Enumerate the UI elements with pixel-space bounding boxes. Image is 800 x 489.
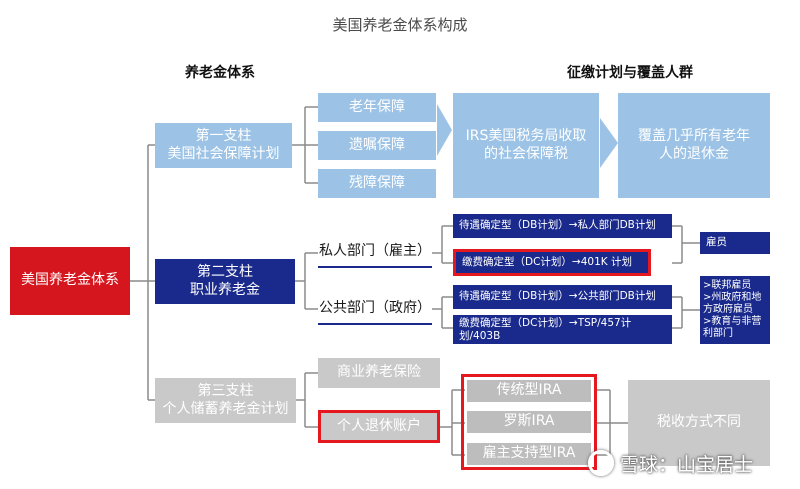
pillar2-title: 第二支柱 — [197, 264, 253, 280]
pillar1-subtitle: 美国社会保障计划 — [167, 145, 280, 162]
pillar3-personal-savings: 第三支柱 个人储蓄养老金计划 — [155, 378, 296, 423]
public-coverage-education-nonprofit: >教育与非营利部门 — [703, 316, 762, 339]
public-plan-db: 待遇确定型（DB计划）→公共部门DB计划 — [453, 285, 672, 309]
pillar1-coverage: 覆盖几乎所有老年人的退休金 — [618, 93, 770, 198]
ira-roth: 罗斯IRA — [467, 411, 591, 433]
pillar1-item-old-age: 老年保障 — [318, 93, 436, 122]
pillar2-subtitle: 职业养老金 — [190, 281, 260, 298]
pillar1-collection: IRS美国税务局收取的社会保障税 — [453, 93, 599, 198]
watermark: 雪球：山宝居士 — [588, 446, 788, 480]
pillar3-subtitle: 个人储蓄养老金计划 — [162, 400, 289, 417]
watermark-text: 雪球：山宝居士 — [620, 453, 754, 476]
pillar3-title: 第三支柱 — [197, 383, 254, 399]
public-plan-dc-tsp: 缴费确定型（DC计划）→TSP/457计划/403B — [453, 315, 672, 344]
ira-traditional: 传统型IRA — [467, 380, 591, 402]
pillar3-ira-account: 个人退休账户 — [318, 410, 440, 443]
page-title: 美国养老金体系构成 — [332, 16, 468, 34]
pillar3-tax-treatment: 税收方式不同 — [628, 380, 770, 466]
pillar3-commercial-insurance: 商业养老保险 — [318, 358, 440, 388]
pillar2-occupational-pension: 第二支柱 职业养老金 — [155, 259, 295, 304]
pillar2-private-sector: 私人部门（雇主） — [318, 238, 432, 268]
private-plan-dc-401k: 缴费确定型（DC计划）→401K 计划 — [453, 249, 651, 276]
header-collection-coverage: 征缴计划与覆盖人群 — [567, 65, 693, 81]
ira-employer-sponsored: 雇主支持型IRA — [467, 443, 591, 465]
pillar1-social-security: 第一支柱 美国社会保障计划 — [155, 123, 292, 168]
pillar2-public-sector: 公共部门（政府） — [318, 295, 432, 325]
public-coverage-list: >联邦雇员 >州政府和地方政府雇员 >教育与非营利部门 — [700, 276, 770, 344]
public-coverage-state-local: >州政府和地方政府雇员 — [703, 292, 762, 315]
pillar1-title: 第一支柱 — [195, 128, 252, 144]
ira-types-highlight — [461, 374, 597, 470]
private-plan-db: 待遇确定型（DB计划）→私人部门DB计划 — [453, 214, 672, 238]
root-us-pension-system: 美国养老金体系 — [10, 247, 130, 315]
snowball-logo-icon — [588, 450, 614, 476]
pillar1-item-disability: 残障保障 — [318, 169, 436, 198]
private-coverage-employees: 雇员 — [700, 232, 770, 254]
public-coverage-federal: >联邦雇员 — [703, 280, 752, 291]
pillar1-item-survivor: 遗嘱保障 — [318, 131, 436, 160]
header-pension-system: 养老金体系 — [185, 65, 255, 81]
